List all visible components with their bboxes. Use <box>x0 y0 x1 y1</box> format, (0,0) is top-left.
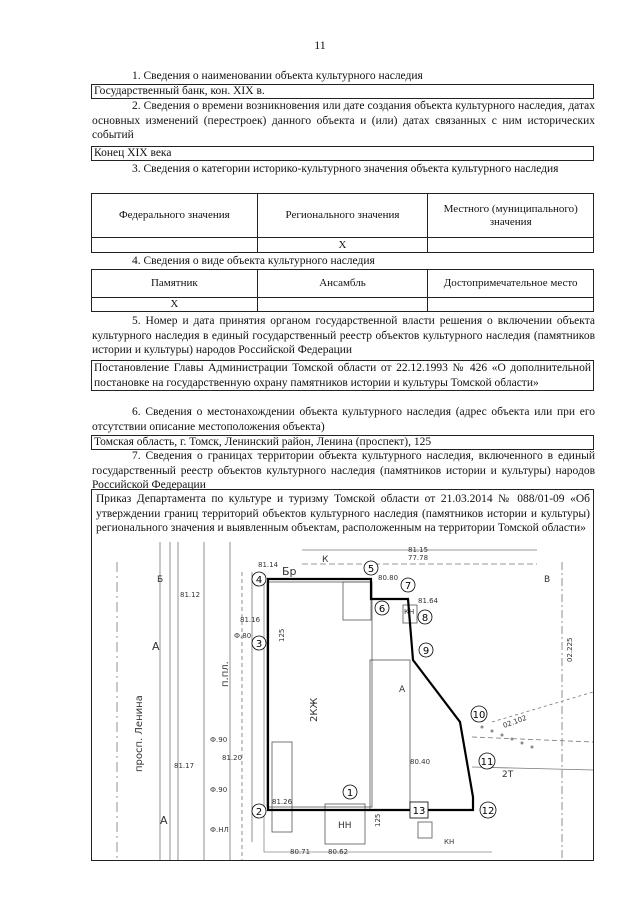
boundary-map-box: Приказ Департамента по культуре и туризм… <box>91 489 594 861</box>
boundary-point-12: 12 <box>479 801 497 819</box>
boundary-map: 1 2 3 4 5 6 7 8 9 10 11 12 13 просп. Лен… <box>116 542 593 860</box>
svg-text:1: 1 <box>347 788 353 799</box>
map-label: Ф.90 <box>210 736 227 744</box>
map-label: Бр <box>282 565 297 578</box>
map-label: 81.14 <box>258 561 279 569</box>
map-label: 81.15 <box>408 546 428 554</box>
map-label: Ф.НЛ <box>210 826 229 834</box>
category-federal-header: Федерального значения <box>91 193 258 238</box>
map-label: 80.80 <box>378 574 398 582</box>
svg-text:12: 12 <box>482 806 495 817</box>
map-label: 125 <box>278 629 286 642</box>
boundary-point-5: 5 <box>363 560 379 576</box>
svg-text:6: 6 <box>379 604 385 615</box>
map-label: п.пл. <box>220 661 231 687</box>
page-number: 11 <box>314 38 326 52</box>
map-label: 81.26 <box>272 798 293 806</box>
map-label: В <box>544 575 550 585</box>
svg-text:11: 11 <box>481 757 494 768</box>
boundary-point-1: 1 <box>342 784 358 800</box>
map-label: 02.225 <box>566 638 574 663</box>
street-label: просп. Ленина <box>134 695 145 772</box>
category-table: Федерального значения Регионального знач… <box>91 193 594 253</box>
type-landmark-header: Достопримечательное место <box>427 269 594 298</box>
map-label: 77.78 <box>408 554 428 562</box>
section-2-value: Конец XIX века <box>91 146 594 161</box>
section-4-heading: 4. Сведения о виде объекта культурного н… <box>132 255 375 267</box>
map-label: 80.62 <box>328 848 348 856</box>
type-ensemble-mark <box>256 297 429 312</box>
svg-text:13: 13 <box>413 806 426 817</box>
map-label: 80.40 <box>410 758 430 766</box>
type-monument-mark: X <box>91 297 258 312</box>
svg-text:7: 7 <box>405 581 411 592</box>
svg-text:2: 2 <box>256 807 262 818</box>
map-label: 125 <box>374 814 382 827</box>
section-2-heading: 2. Сведения о времени возникновения или … <box>92 100 595 141</box>
category-federal-mark <box>91 237 258 253</box>
svg-text:3: 3 <box>256 639 262 650</box>
category-regional-header: Регионального значения <box>256 193 429 238</box>
boundary-point-9: 9 <box>418 642 434 658</box>
map-label: 02.102 <box>502 714 528 730</box>
section-3-heading: 3. Сведения о категории историко-культур… <box>132 163 559 175</box>
building-label: 2КЖ <box>309 698 320 722</box>
map-label: 81.17 <box>174 762 194 770</box>
section-6-heading: 6. Сведения о местонахождении объекта ку… <box>92 406 595 433</box>
boundary-point-2: 2 <box>251 803 267 819</box>
category-regional-mark: X <box>256 237 429 253</box>
svg-text:9: 9 <box>423 646 429 657</box>
map-label: 2Т <box>502 770 514 780</box>
map-label: Ф.80 <box>234 632 251 640</box>
category-local-mark <box>427 237 594 253</box>
type-monument-header: Памятник <box>91 269 258 298</box>
boundary-point-11: 11 <box>478 752 496 770</box>
section-5-heading: 5. Номер и дата принятия органом государ… <box>92 315 595 356</box>
section-5-value: Постановление Главы Администрации Томско… <box>91 360 594 391</box>
map-label: 80.71 <box>290 848 310 856</box>
boundary-point-8: 8 <box>417 609 433 625</box>
type-table: Памятник Ансамбль Достопримечательное ме… <box>91 269 594 312</box>
map-label: К <box>322 555 329 565</box>
boundary-point-10: 10 <box>470 705 488 723</box>
boundary-point-3: 3 <box>251 635 267 651</box>
type-ensemble-header: Ансамбль <box>256 269 429 298</box>
section-1-heading: 1. Сведения о наименовании объекта культ… <box>132 70 423 82</box>
boundary-point-7: 7 <box>400 577 416 593</box>
map-label: КН <box>444 838 454 846</box>
map-label: 81.12 <box>180 591 200 599</box>
section-6-value: Томская область, г. Томск, Ленинский рай… <box>91 435 594 450</box>
section-7-heading: 7. Сведения о границах территории объект… <box>92 450 595 491</box>
section-1-value: Государственный банк, кон. XIX в. <box>91 84 594 99</box>
map-label: НН <box>338 821 352 831</box>
section-7-value: Приказ Департамента по культуре и туризм… <box>96 493 590 534</box>
svg-text:4: 4 <box>256 575 262 586</box>
type-landmark-mark <box>427 297 594 312</box>
map-label: А <box>399 685 406 695</box>
svg-text:5: 5 <box>368 564 374 575</box>
svg-text:8: 8 <box>422 613 428 624</box>
boundary-point-13: 13 <box>409 801 429 819</box>
map-label: КН <box>404 608 414 616</box>
boundary-point-4: 4 <box>251 571 267 587</box>
map-label: Ф.90 <box>210 786 227 794</box>
svg-text:10: 10 <box>473 710 486 721</box>
map-label: 81.16 <box>240 616 261 624</box>
category-local-header: Местного (муниципального) значения <box>427 193 594 238</box>
map-label: А <box>160 814 168 827</box>
map-label: 81.64 <box>418 597 439 605</box>
map-label: А <box>152 640 160 653</box>
map-label: Б <box>157 575 163 585</box>
boundary-point-6: 6 <box>374 600 390 616</box>
map-label: 81.20 <box>222 754 242 762</box>
